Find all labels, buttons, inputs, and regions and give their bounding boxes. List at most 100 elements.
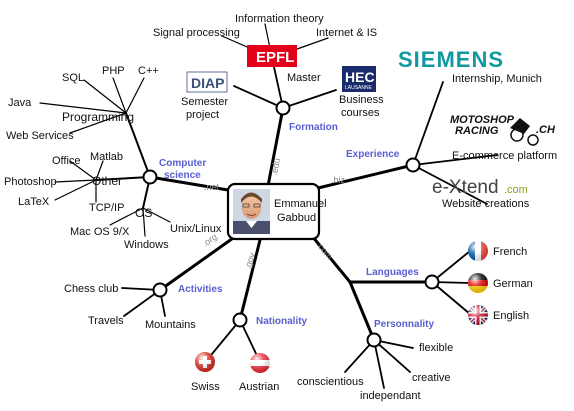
branch-line-computer-science (148, 175, 230, 192)
uk-flag-icon (468, 305, 488, 325)
svg-text:HEC: HEC (345, 69, 375, 85)
item-master: Master (287, 72, 321, 84)
nationality-group: Swiss Austrian (191, 352, 279, 393)
item-windows: Windows (124, 239, 169, 251)
item-photoshop: Photoshop (4, 176, 57, 188)
item-travels: Travels (88, 315, 124, 327)
main-branch-lines (148, 106, 434, 342)
svg-text:RACING: RACING (455, 125, 499, 137)
item-java: Java (8, 97, 32, 109)
svg-text:LAUSANNE: LAUSANNE (345, 85, 373, 91)
svg-text:e-Xtend: e-Xtend (432, 177, 499, 198)
branch-line-experience (316, 163, 415, 190)
item-signal-processing: Signal processing (153, 27, 240, 39)
item-mountains: Mountains (145, 319, 196, 331)
category-labels: Formation Experience Computer science Ac… (159, 122, 434, 330)
tld-biz: .biz (331, 175, 346, 185)
item-macos: Mac OS 9/X (70, 226, 130, 238)
hec-logo: HEC LAUSANNE (342, 66, 376, 92)
extend-logo: e-Xtend .com (432, 177, 528, 198)
item-business-courses-2: courses (341, 107, 380, 119)
label-nationality: Nationality (256, 316, 308, 327)
label-formation: Formation (289, 122, 338, 133)
center-first-name: Emmanuel (274, 198, 327, 210)
activities-group: Chess club Travels Mountains (64, 283, 196, 331)
item-swiss: Swiss (191, 381, 220, 393)
item-os: OS (135, 206, 152, 220)
item-matlab: Matlab (90, 151, 123, 163)
item-german: German (493, 278, 533, 290)
item-cpp: C++ (138, 65, 159, 77)
node-activities[interactable] (152, 282, 168, 298)
label-languages: Languages (366, 267, 419, 278)
siemens-logo: SIEMENS (398, 47, 504, 72)
item-semester-project-2: project (186, 109, 219, 121)
languages-group: French German English (468, 241, 533, 325)
computer-science-group: SQL PHP C++ Java Programming Web Service… (4, 65, 222, 251)
node-nationality[interactable] (232, 312, 248, 328)
experience-group: SIEMENS Internship, Munich MOTOSHOP RACI… (398, 47, 557, 210)
center-last-name: Gabbud (277, 212, 316, 224)
center-node[interactable]: Emmanuel Gabbud (226, 182, 327, 241)
portrait-photo-icon (233, 189, 270, 234)
item-sql: SQL (62, 72, 84, 84)
label-activities: Activities (178, 284, 223, 295)
svg-text:DIAP: DIAP (191, 75, 224, 91)
node-languages[interactable] (424, 274, 440, 290)
node-experience[interactable] (405, 157, 421, 173)
item-english: English (493, 310, 529, 322)
item-semester-project-1: Semester (181, 96, 228, 108)
item-internship: Internship, Munich (452, 73, 542, 85)
branch-line-activities (158, 234, 238, 292)
item-business-courses-1: Business (339, 94, 384, 106)
item-information-theory: Information theory (235, 13, 324, 25)
item-website-creations: Website creations (442, 198, 530, 210)
label-computer-science-2: science (164, 170, 201, 181)
svg-text:.com: .com (504, 184, 528, 196)
tld-edu: .edu (269, 157, 282, 176)
german-flag-icon (468, 273, 488, 293)
item-independant: independant (360, 390, 421, 402)
item-chess-club: Chess club (64, 283, 118, 295)
svg-text:.CH: .CH (536, 124, 556, 136)
swiss-flag-icon (195, 352, 215, 372)
node-computer-science[interactable] (142, 169, 158, 185)
label-personnality: Personnality (374, 319, 434, 330)
node-personnality[interactable] (366, 332, 382, 348)
branch-line-personnality (348, 280, 376, 342)
label-experience: Experience (346, 149, 400, 160)
item-other: Other (92, 174, 122, 188)
label-computer-science-1: Computer (159, 158, 206, 169)
item-office: Office (52, 155, 81, 167)
epfl-logo: EPFL (247, 45, 297, 67)
item-flexible: flexible (419, 342, 453, 354)
branch-line-formation (266, 106, 285, 188)
item-french: French (493, 246, 527, 258)
svg-text:EPFL: EPFL (256, 49, 294, 66)
tld-net: .net (204, 182, 220, 192)
tld-gov: .gov (242, 251, 257, 271)
item-conscientious: conscientious (297, 376, 364, 388)
item-ecommerce: E-commerce platform (452, 150, 557, 162)
item-web-services: Web Services (6, 130, 74, 142)
node-formation[interactable] (275, 100, 291, 116)
personnality-group: flexible creative conscientious independ… (297, 342, 453, 402)
branch-line-nationality (238, 238, 262, 322)
item-php: PHP (102, 65, 125, 77)
item-unix: Unix/Linux (170, 223, 222, 235)
branch-nodes (142, 100, 440, 348)
austrian-flag-icon (250, 353, 270, 373)
item-programming: Programming (62, 110, 134, 124)
french-flag-icon (468, 241, 488, 261)
item-internet-is: Internet & IS (316, 27, 377, 39)
item-latex: LaTeX (18, 196, 50, 208)
branch-line-trunk-lower-right (310, 234, 352, 284)
motoshop-logo: MOTOSHOP RACING .CH (450, 114, 556, 146)
item-creative: creative (412, 372, 451, 384)
item-tcpip: TCP/IP (89, 202, 124, 214)
item-austrian: Austrian (239, 381, 279, 393)
svg-text:MOTOSHOP: MOTOSHOP (450, 114, 515, 126)
diap-logo: DIAP (186, 71, 228, 93)
